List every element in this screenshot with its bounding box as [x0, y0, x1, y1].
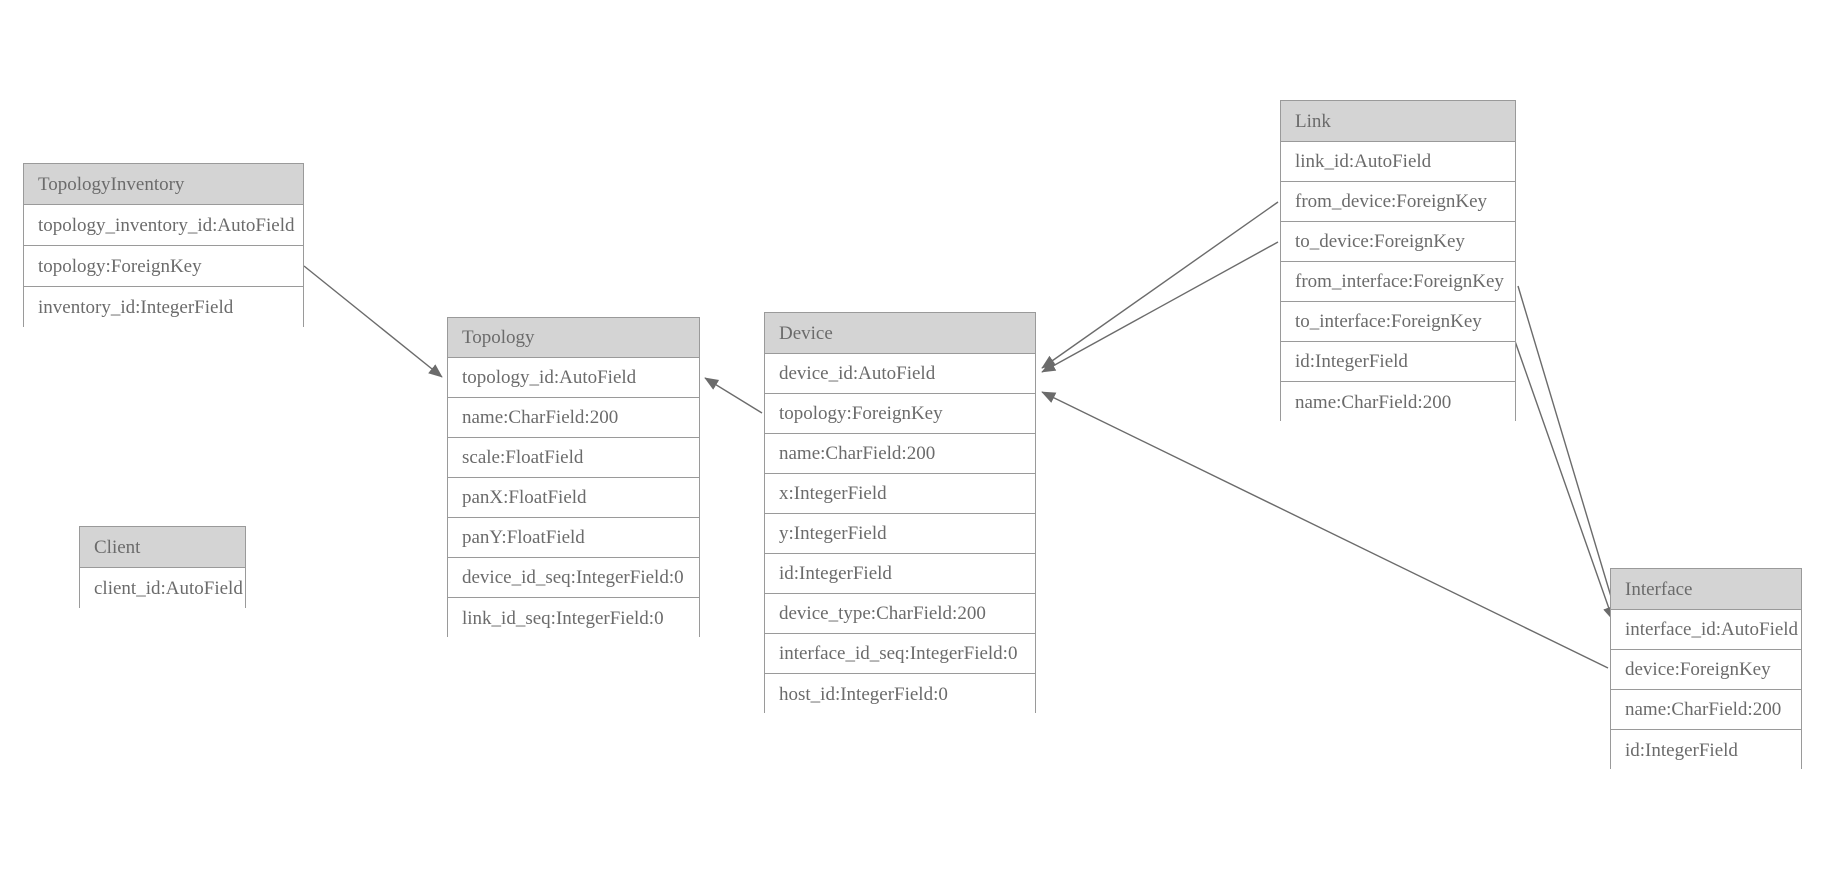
relationship-edge-device-to-topology: [704, 377, 763, 414]
entity-field-row[interactable]: panX:FloatField: [448, 478, 699, 518]
entity-field-row[interactable]: panY:FloatField: [448, 518, 699, 558]
entity-field-row[interactable]: device_id_seq:IntegerField:0: [448, 558, 699, 598]
entity-field-row[interactable]: topology:ForeignKey: [24, 246, 303, 287]
entity-field-row[interactable]: name:CharField:200: [765, 434, 1035, 474]
entity-title-topology_inventory: TopologyInventory: [24, 164, 303, 205]
entity-field-row[interactable]: interface_id:AutoField: [1611, 610, 1801, 650]
entity-field-row[interactable]: id:IntegerField: [1281, 342, 1515, 382]
entity-field-row[interactable]: id:IntegerField: [765, 554, 1035, 594]
relationship-edge-link-from-device-to-device: [1041, 201, 1279, 369]
relationship-edge-interface-device-to-device: [1041, 391, 1609, 669]
entity-field-row[interactable]: device_id:AutoField: [765, 354, 1035, 394]
entity-field-row[interactable]: scale:FloatField: [448, 438, 699, 478]
entity-field-row[interactable]: host_id:IntegerField:0: [765, 674, 1035, 714]
entity-field-row[interactable]: client_id:AutoField: [80, 568, 245, 609]
entity-field-row[interactable]: topology_inventory_id:AutoField: [24, 205, 303, 246]
entity-field-row[interactable]: link_id_seq:IntegerField:0: [448, 598, 699, 638]
relationship-edge-link-to-interface-to-interface: [1509, 326, 1615, 621]
entity-field-row[interactable]: interface_id_seq:IntegerField:0: [765, 634, 1035, 674]
entity-field-row[interactable]: id:IntegerField: [1611, 730, 1801, 770]
entity-field-row[interactable]: to_device:ForeignKey: [1281, 222, 1515, 262]
entity-title-topology: Topology: [448, 318, 699, 358]
relationship-edge-link-from-interface-to-interface: [1517, 285, 1620, 621]
entity-field-row[interactable]: x:IntegerField: [765, 474, 1035, 514]
entity-title-client: Client: [80, 527, 245, 568]
entity-field-row[interactable]: device:ForeignKey: [1611, 650, 1801, 690]
entity-field-row[interactable]: inventory_id:IntegerField: [24, 287, 303, 328]
entity-title-interface: Interface: [1611, 569, 1801, 610]
entity-field-row[interactable]: name:CharField:200: [1281, 382, 1515, 422]
entity-field-row[interactable]: name:CharField:200: [448, 398, 699, 438]
entity-field-row[interactable]: from_device:ForeignKey: [1281, 182, 1515, 222]
entity-field-row[interactable]: link_id:AutoField: [1281, 142, 1515, 182]
entity-field-row[interactable]: from_interface:ForeignKey: [1281, 262, 1515, 302]
entity-field-row[interactable]: to_interface:ForeignKey: [1281, 302, 1515, 342]
entity-field-row[interactable]: y:IntegerField: [765, 514, 1035, 554]
entity-field-row[interactable]: name:CharField:200: [1611, 690, 1801, 730]
entity-field-row[interactable]: topology:ForeignKey: [765, 394, 1035, 434]
entity-field-row[interactable]: device_type:CharField:200: [765, 594, 1035, 634]
entity-title-link: Link: [1281, 101, 1515, 142]
entity-field-row[interactable]: topology_id:AutoField: [448, 358, 699, 398]
relationship-edge-link-to-device-to-device: [1041, 241, 1279, 373]
relationship-edge-topology-inventory-to-topology: [303, 265, 443, 378]
entity-title-device: Device: [765, 313, 1035, 354]
